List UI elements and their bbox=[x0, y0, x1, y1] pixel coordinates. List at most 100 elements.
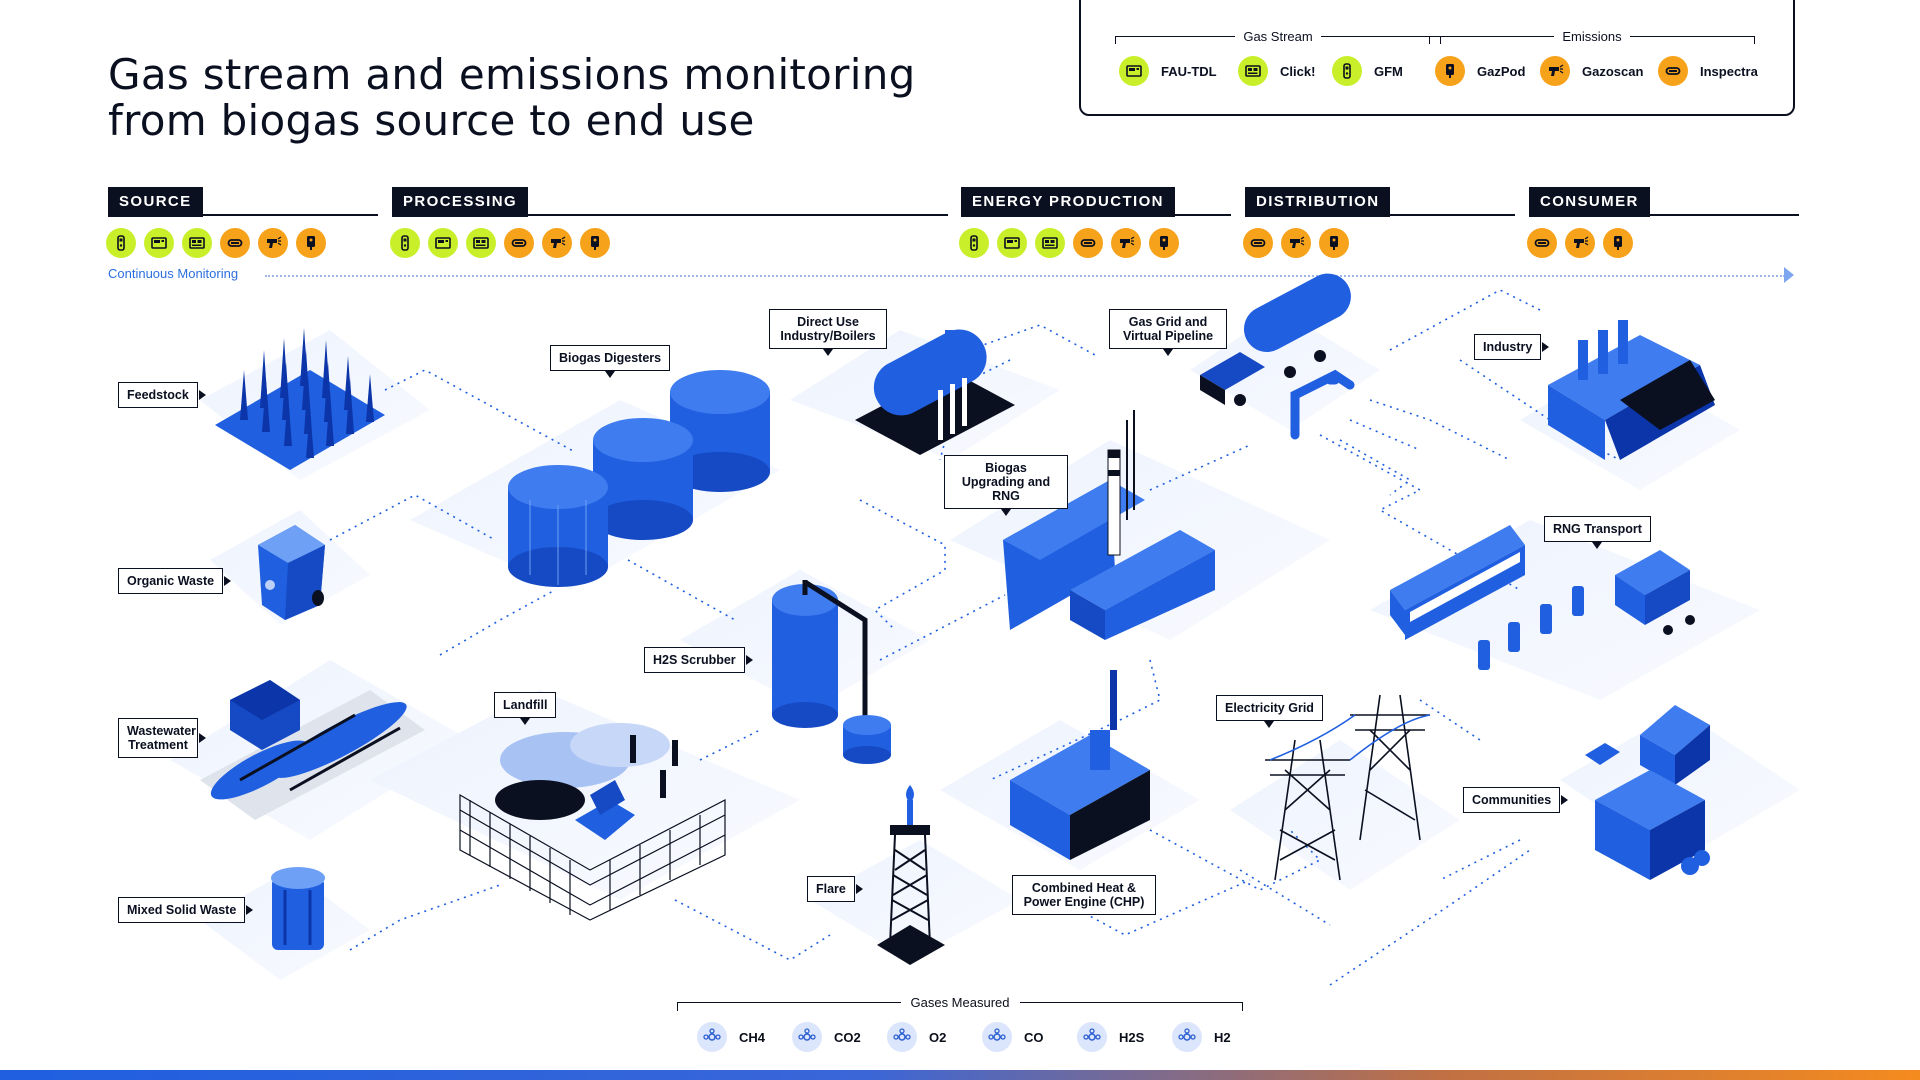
page-title: Gas stream and emissions monitoring from… bbox=[108, 52, 968, 144]
landfill-icon bbox=[459, 723, 726, 921]
gas-detector-icon bbox=[1319, 228, 1349, 258]
label-flare: Flare bbox=[807, 876, 863, 902]
leak-detector-icon bbox=[1243, 228, 1273, 258]
emissions-heading: Emissions bbox=[1429, 26, 1756, 46]
gas-item: O2 bbox=[887, 1022, 946, 1052]
gas-item: H2S bbox=[1077, 1022, 1144, 1052]
gas-label: CO2 bbox=[834, 1029, 861, 1045]
processing-instrument-icons bbox=[390, 228, 610, 258]
ch4-molecule-icon bbox=[697, 1022, 727, 1052]
label-communities: Communities bbox=[1463, 787, 1569, 813]
analyzer-icon bbox=[1238, 56, 1268, 86]
gas-detector-icon bbox=[580, 228, 610, 258]
gas-detector-icon bbox=[296, 228, 326, 258]
pipeline-icon bbox=[1290, 369, 1355, 440]
laser-gun-icon bbox=[1565, 228, 1595, 258]
gas-label: O2 bbox=[929, 1029, 947, 1045]
laser-gun-icon bbox=[1540, 56, 1570, 86]
leak-detector-icon bbox=[1527, 228, 1557, 258]
analyzer-icon bbox=[1119, 56, 1149, 86]
gas-tanker-truck-icon bbox=[1200, 273, 1351, 406]
label-direct-use: Direct Use Industry/Boilers bbox=[769, 309, 887, 356]
stage-energy-production: ENERGY PRODUCTION bbox=[961, 187, 1231, 217]
gas-stream-heading: Gas Stream bbox=[1115, 26, 1442, 46]
h2-molecule-icon bbox=[1172, 1022, 1202, 1052]
stage-processing: PROCESSING bbox=[392, 187, 948, 217]
laser-gun-icon bbox=[1281, 228, 1311, 258]
legend-fau-tdl: FAU-TDL bbox=[1119, 56, 1217, 86]
gas-label: H2 bbox=[1214, 1029, 1231, 1045]
label-landfill: Landfill bbox=[494, 692, 557, 725]
label-biogas-upgrading: Biogas Upgrading and RNG bbox=[944, 455, 1068, 516]
industrial-boiler-icon bbox=[855, 329, 1015, 455]
analyzer-icon bbox=[1035, 228, 1065, 258]
co2-molecule-icon bbox=[792, 1022, 822, 1052]
trash-can-icon bbox=[271, 867, 325, 950]
analyzer-icon bbox=[466, 228, 496, 258]
factory-icon bbox=[1548, 320, 1715, 460]
handheld-meter-icon bbox=[959, 228, 989, 258]
label-h2s-scrubber: H2S Scrubber bbox=[644, 647, 753, 673]
laser-gun-icon bbox=[542, 228, 572, 258]
legend-gazpod: GazPod bbox=[1435, 56, 1525, 86]
distribution-instrument-icons bbox=[1243, 228, 1349, 258]
label-feedstock: Feedstock bbox=[118, 382, 206, 408]
analyzer-icon bbox=[182, 228, 212, 258]
gas-detector-icon bbox=[1149, 228, 1179, 258]
gas-label: CO bbox=[1024, 1029, 1044, 1045]
gas-item: H2 bbox=[1172, 1022, 1231, 1052]
crop-field-icon bbox=[215, 328, 385, 470]
legend-gfm: GFM bbox=[1332, 56, 1403, 86]
gas-detector-icon bbox=[1435, 56, 1465, 86]
chp-engine-icon bbox=[1010, 670, 1150, 860]
source-instrument-icons bbox=[106, 228, 326, 258]
analyzer-icon bbox=[144, 228, 174, 258]
label-mixed-solid-waste: Mixed Solid Waste bbox=[118, 897, 254, 923]
title-line-1: Gas stream and emissions monitoring bbox=[108, 50, 916, 99]
house-icon bbox=[1585, 705, 1710, 880]
wastewater-treatment-icon bbox=[200, 680, 425, 820]
gas-item: CH4 bbox=[697, 1022, 765, 1052]
biogas-digester-tanks-icon bbox=[508, 370, 770, 587]
biogas-upgrading-plant-icon bbox=[1003, 410, 1215, 640]
legend-gazoscan: Gazoscan bbox=[1540, 56, 1643, 86]
gas-label: CH4 bbox=[739, 1029, 766, 1045]
analyzer-icon bbox=[997, 228, 1027, 258]
bus-icon bbox=[1390, 525, 1525, 640]
laser-gun-icon bbox=[1111, 228, 1141, 258]
consumer-instrument-icons bbox=[1527, 228, 1633, 258]
stage-consumer: CONSUMER bbox=[1529, 187, 1799, 217]
continuous-monitoring-arrow bbox=[1784, 267, 1794, 283]
legend-click: Click! bbox=[1238, 56, 1315, 86]
organic-waste-bin-icon bbox=[258, 525, 325, 620]
co-molecule-icon bbox=[982, 1022, 1012, 1052]
transmission-tower-icon bbox=[1265, 694, 1431, 881]
handheld-meter-icon bbox=[390, 228, 420, 258]
gas-detector-icon bbox=[1603, 228, 1633, 258]
continuous-monitoring-line bbox=[265, 275, 1785, 277]
fuel-pump-icon bbox=[1478, 586, 1584, 670]
bottom-gradient-bar bbox=[0, 1070, 1920, 1080]
h2s-scrubber-icon bbox=[772, 579, 891, 764]
label-electricity-grid: Electricity Grid bbox=[1216, 695, 1323, 728]
energy-instrument-icons bbox=[959, 228, 1179, 258]
label-biogas-digesters: Biogas Digesters bbox=[550, 345, 671, 378]
gas-item: CO bbox=[982, 1022, 1044, 1052]
analyzer-icon bbox=[428, 228, 458, 258]
h2s-molecule-icon bbox=[1077, 1022, 1107, 1052]
handheld-meter-icon bbox=[106, 228, 136, 258]
truck-icon bbox=[1615, 550, 1695, 635]
label-wastewater-treatment: Wastewater Treatment bbox=[118, 718, 206, 758]
leak-detector-icon bbox=[504, 228, 534, 258]
legend-inspectra: Inspectra bbox=[1658, 56, 1758, 86]
leak-detector-icon bbox=[1073, 228, 1103, 258]
continuous-monitoring-label: Continuous Monitoring bbox=[108, 266, 239, 281]
handheld-meter-icon bbox=[1332, 56, 1362, 86]
legend-box: Gas Stream Emissions FAU-TDL Click! GFM … bbox=[1079, 0, 1795, 116]
leak-detector-icon bbox=[220, 228, 250, 258]
gas-label: H2S bbox=[1119, 1029, 1145, 1045]
label-organic-waste: Organic Waste bbox=[118, 568, 232, 594]
stage-source: SOURCE bbox=[108, 187, 378, 217]
stage-distribution: DISTRIBUTION bbox=[1245, 187, 1515, 217]
